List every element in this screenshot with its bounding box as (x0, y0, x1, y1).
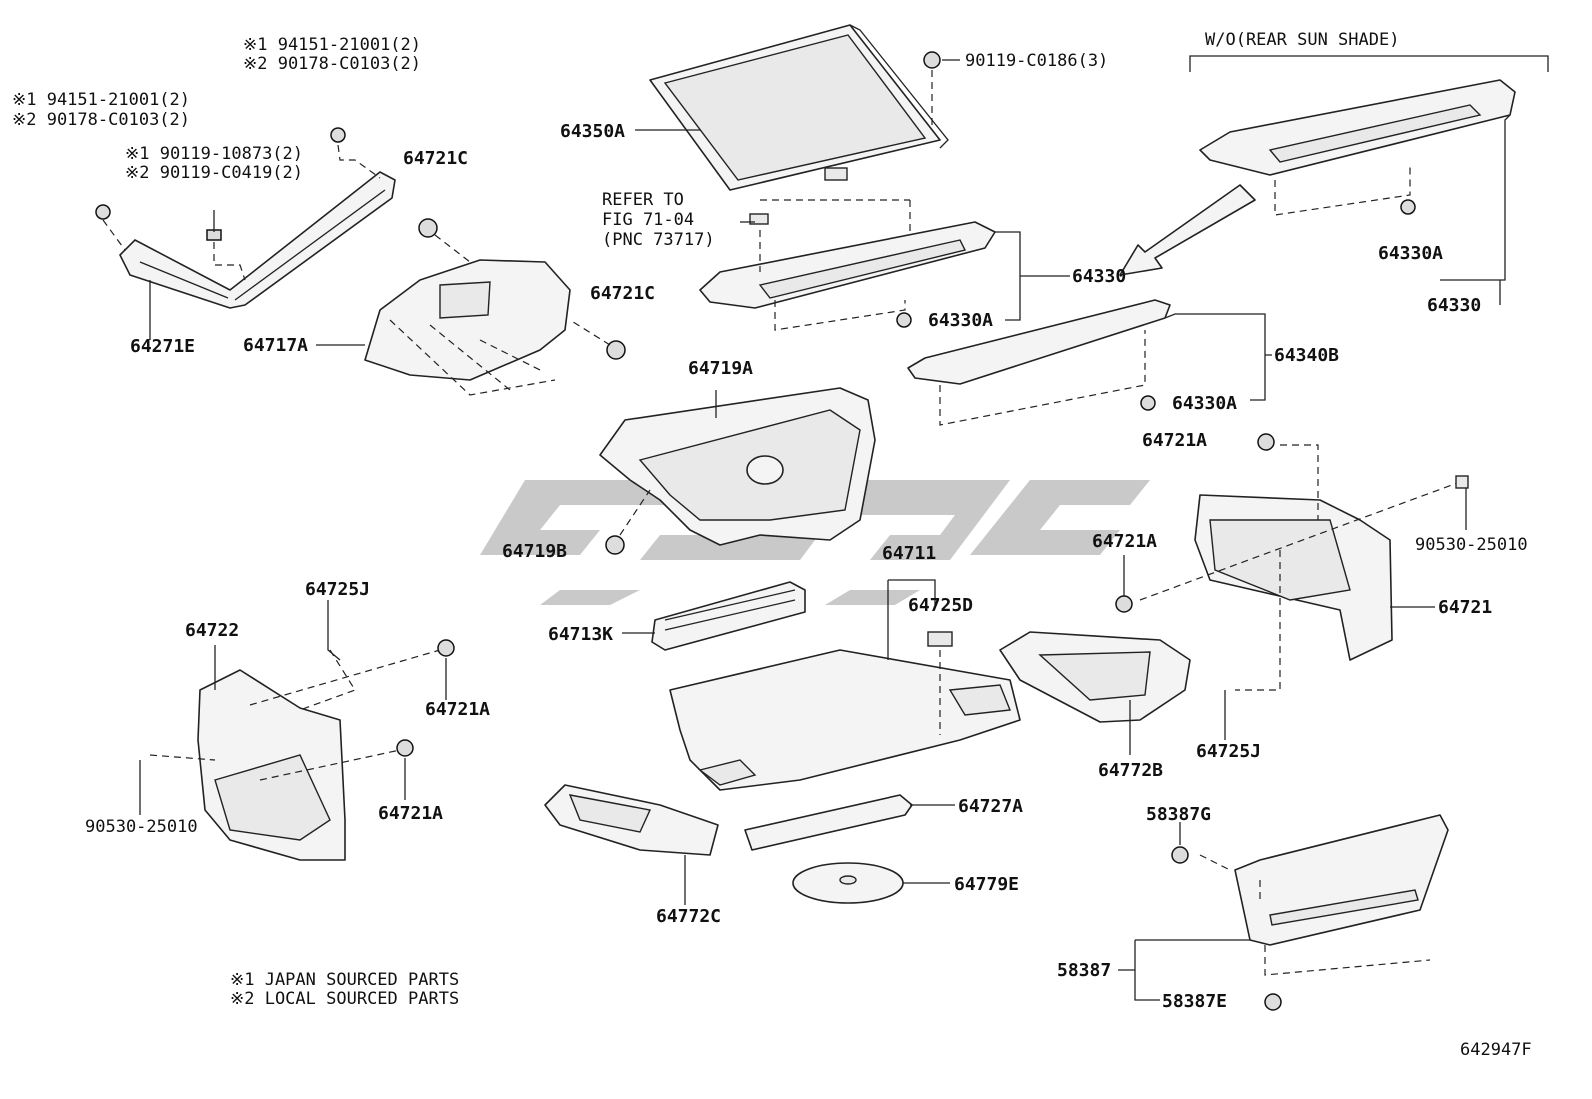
label-64330A-3: 64330A (1172, 393, 1238, 414)
callout-note-1a: ※1 94151-21001(2) (243, 35, 422, 55)
label-64330A-1: 64330A (928, 310, 994, 331)
part-64722 (139, 600, 455, 861)
part-64350A (635, 24, 949, 191)
figure-id: 642947F (1460, 1040, 1532, 1060)
part-64727A (744, 794, 955, 851)
label-58387: 58387 (1057, 960, 1112, 981)
label-64330-2: 64330 (1427, 295, 1482, 316)
part-64330-wo (1189, 55, 1549, 305)
label-64719A: 64719A (688, 358, 754, 379)
label-64721C-2: 64721C (590, 283, 656, 304)
footnote-japan-sourced: ※1 JAPAN SOURCED PARTS (230, 970, 460, 990)
label-64722: 64722 (185, 620, 240, 641)
part-64330-shelf (699, 199, 1070, 331)
part-58387 (1118, 814, 1449, 1011)
label-64721A-4: 64721A (378, 803, 444, 824)
label-64330A-2: 64330A (1378, 243, 1444, 264)
label-64725D: 64725D (908, 595, 974, 616)
fastener-90119-C0186 (923, 51, 960, 125)
label-64721A-1: 64721A (1142, 430, 1208, 451)
refer-line-1: REFER TO (602, 190, 684, 210)
footnote-local-sourced: ※2 LOCAL SOURCED PARTS (230, 989, 460, 1009)
label-58387E: 58387E (1162, 991, 1228, 1012)
label-64271E: 64271E (130, 336, 196, 357)
callout-note-1b: ※2 90178-C0103(2) (243, 54, 422, 74)
label-64721: 64721 (1438, 597, 1493, 618)
label-64340B: 64340B (1274, 345, 1340, 366)
label-58387G: 58387G (1146, 804, 1212, 825)
label-64721C-1: 64721C (403, 148, 469, 169)
part-64721 (1115, 433, 1469, 740)
label-64350A: 64350A (560, 121, 626, 142)
wo-sunshade-note: W/O(REAR SUN SHADE) (1205, 30, 1400, 50)
label-90530-25010-2: 90530-25010 (85, 817, 198, 837)
callout-note-3b: ※2 90119-C0419(2) (125, 163, 304, 183)
callout-90119-C0186: 90119-C0186(3) (965, 51, 1109, 71)
label-64717A: 64717A (243, 335, 309, 356)
label-64719B: 64719B (502, 541, 568, 562)
part-64772B (999, 631, 1191, 755)
part-64713K (622, 581, 806, 651)
label-64711: 64711 (882, 543, 937, 564)
fastener-64721C (418, 218, 626, 360)
label-64721A-2: 64721A (1092, 531, 1158, 552)
label-64721A-3: 64721A (425, 699, 491, 720)
label-64330-1: 64330 (1072, 266, 1127, 287)
label-64713K: 64713K (548, 624, 614, 645)
refer-line-3: (PNC 73717) (602, 230, 715, 250)
label-64772B: 64772B (1098, 760, 1164, 781)
label-64727A: 64727A (958, 796, 1024, 817)
label-64725J-2: 64725J (1196, 741, 1262, 762)
part-64719A (599, 387, 876, 555)
part-64271E (119, 171, 396, 340)
label-64725J-1: 64725J (305, 579, 371, 600)
callout-note-2b: ※2 90178-C0103(2) (12, 110, 191, 130)
callout-note-2a: ※1 94151-21001(2) (12, 90, 191, 110)
label-90530-25010-1: 90530-25010 (1415, 535, 1528, 555)
callout-note-3a: ※1 90119-10873(2) (125, 144, 304, 164)
refer-line-2: FIG 71-04 (602, 210, 695, 230)
part-64711 (669, 579, 1021, 791)
part-64779E (792, 862, 950, 904)
part-64717A (316, 259, 571, 396)
part-64340B (907, 299, 1272, 426)
fastener-clip (95, 127, 381, 281)
direction-arrow (1119, 184, 1256, 276)
label-64772C: 64772C (656, 906, 722, 927)
label-64779E: 64779E (954, 874, 1020, 895)
part-64772C (544, 784, 719, 905)
